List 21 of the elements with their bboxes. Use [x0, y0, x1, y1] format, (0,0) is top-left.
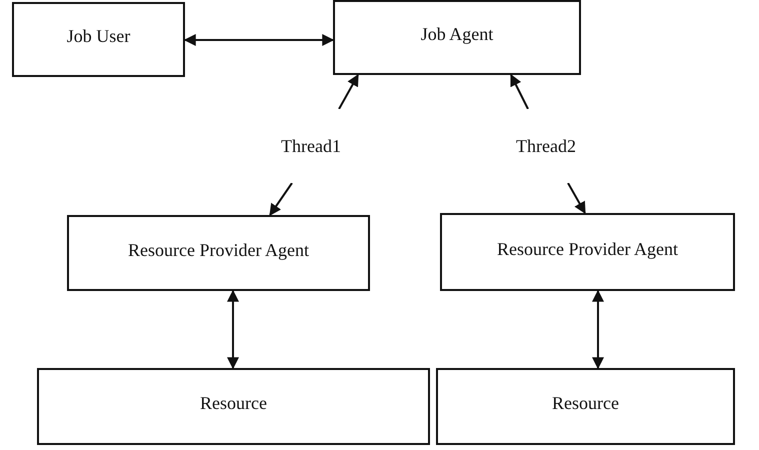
process-box [436, 368, 735, 445]
box-label: Resource Provider Agent [128, 240, 309, 260]
box-label: Job Agent [420, 24, 494, 45]
box-label: Resource [552, 393, 619, 414]
arrow [592, 290, 604, 370]
process-box [37, 368, 430, 445]
arrow [338, 74, 359, 110]
process-box [440, 213, 735, 291]
box-label: Job User [66, 26, 130, 47]
thread-label: Thread1 [281, 136, 341, 156]
arrow [184, 34, 334, 46]
process-box [12, 2, 185, 77]
process-box [333, 0, 581, 75]
box-label: Resource [200, 393, 267, 414]
arrow [510, 74, 529, 110]
arrow [227, 290, 239, 370]
arrow [269, 182, 293, 216]
thread-label: Thread2 [516, 136, 576, 156]
process-box [67, 215, 370, 291]
arrow [567, 182, 586, 214]
box-label: Resource Provider Agent [497, 238, 678, 260]
